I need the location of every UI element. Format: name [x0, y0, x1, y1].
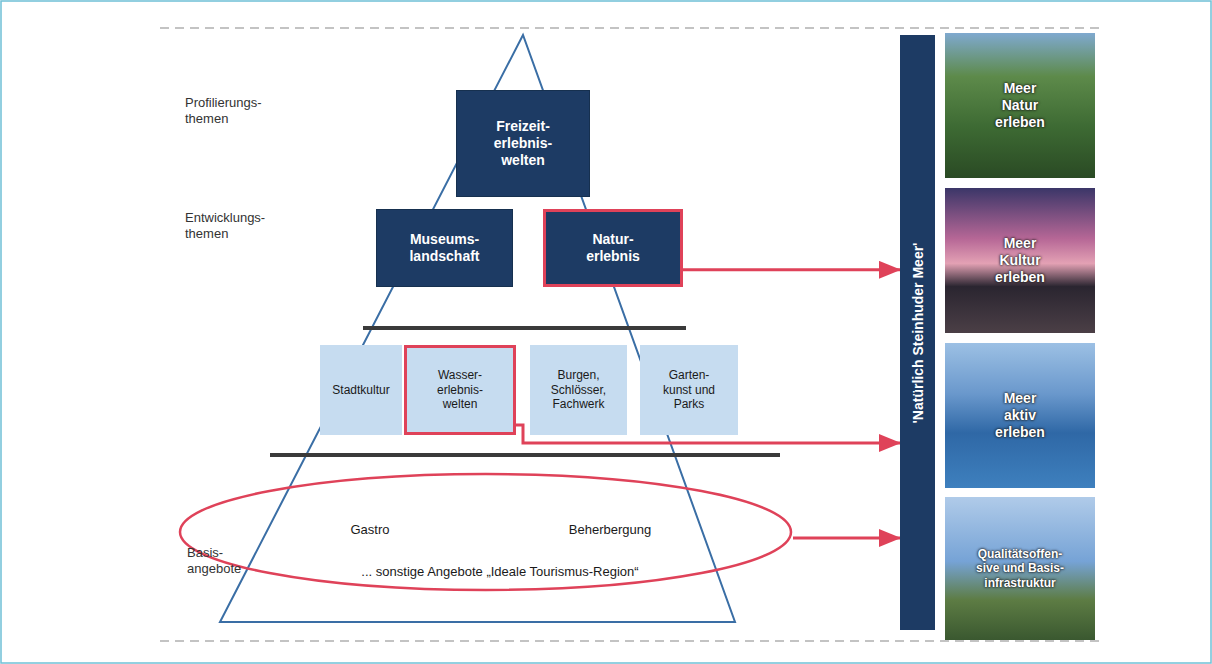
node-text: Wasser- erlebnis- welten [424, 368, 496, 411]
arrow-connector [683, 268, 900, 271]
node-text: ... sonstige Angebote „Ideale Tourismus-… [361, 564, 638, 580]
node-text: Meer Natur erleben [989, 80, 1051, 130]
tier-divider [363, 326, 686, 330]
node-text: Stadtkultur [332, 383, 389, 397]
node-text: Burgen, Schlösser, Fachwerk [542, 368, 616, 411]
photo-tile: Meer Kultur erleben [945, 188, 1095, 333]
theme-box: Museums- landschaft [376, 209, 513, 287]
dashed-rule [160, 640, 1105, 642]
node-text: Natur- erlebnis [571, 231, 655, 265]
theme-box: Freizeit- erlebnis- welten [456, 90, 590, 197]
topic-box: Burgen, Schlösser, Fachwerk [530, 345, 627, 435]
ellipse-outline [180, 474, 791, 590]
tier-label: Basis- angebote [187, 545, 277, 576]
topic-box: Wasser- erlebnis- welten [404, 345, 516, 435]
pyramid-outline [220, 35, 735, 622]
node-text: Beherbergung [569, 522, 651, 538]
topic-box: Garten- kunst und Parks [640, 345, 738, 435]
theme-box: Natur- erlebnis [543, 209, 683, 287]
tier-label: Entwicklungs- themen [185, 210, 275, 241]
arrow-connector [793, 537, 900, 540]
node-text: Freizeit- erlebnis- welten [481, 118, 565, 168]
base-ellipse: Gastro Beherbergung ... sonstige Angebote … [178, 472, 793, 592]
topic-box: Stadtkultur [320, 345, 402, 435]
tier-label: Profilierungs- themen [185, 95, 275, 126]
photo-tile: Meer aktiv erleben [945, 343, 1095, 488]
node-text: Qualitätsoffen- sive und Basis- infrastr… [968, 547, 1072, 590]
node-text: 'Natürlich Steinhuder Meer' [909, 242, 926, 423]
dashed-rule [160, 27, 1105, 29]
node-text: Meer Kultur erleben [989, 235, 1051, 285]
node-text: Meer aktiv erleben [989, 390, 1051, 440]
node-text: Gastro [350, 522, 389, 538]
node-text: Garten- kunst und Parks [656, 368, 722, 411]
brand-bar: 'Natürlich Steinhuder Meer' [900, 35, 935, 630]
node-text: Museums- landschaft [393, 231, 497, 265]
photo-tile: Meer Natur erleben [945, 33, 1095, 178]
photo-tile: Qualitätsoffen- sive und Basis- infrastr… [945, 497, 1095, 640]
tier-divider [270, 453, 780, 457]
